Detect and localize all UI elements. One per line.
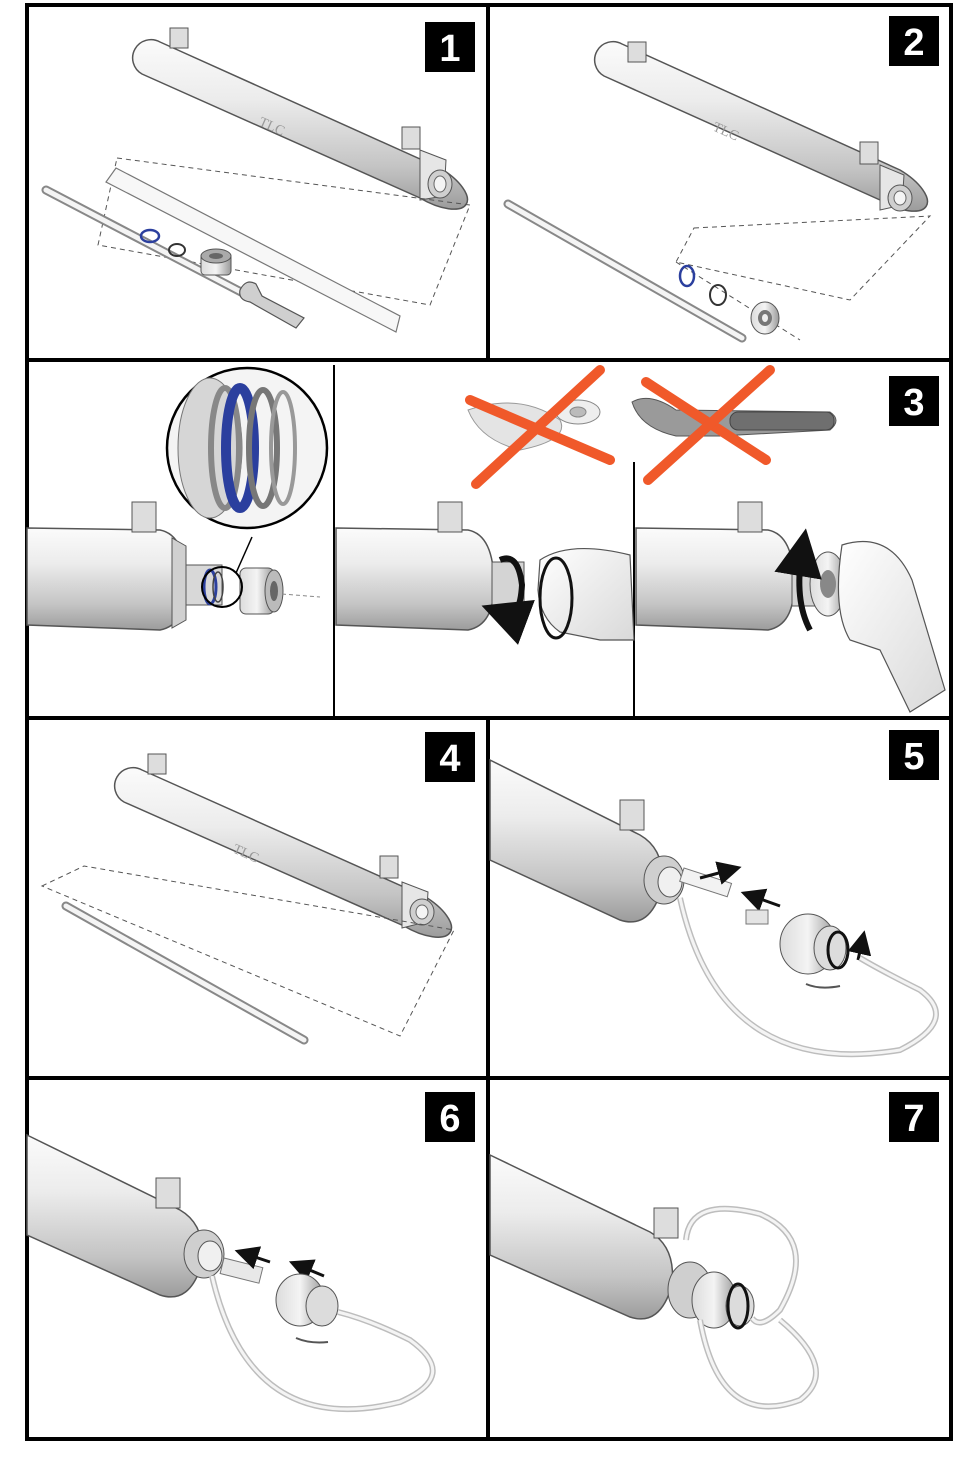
panel-7-screw-cap: 7 — [489, 1092, 939, 1410]
panel-6-push-connector: 6 — [26, 1092, 475, 1413]
step-number: 1 — [439, 28, 460, 70]
step-number: 5 — [903, 736, 924, 778]
tube-end-closeup — [26, 501, 321, 631]
step-badge-4: 4 — [425, 732, 475, 782]
lamp-plug — [219, 1257, 264, 1284]
uv-chamber-tube: TLC — [593, 40, 929, 212]
spanner-tool-icon — [239, 281, 305, 329]
connector-cap-icon — [275, 1273, 339, 1327]
forbidden-wrench — [631, 365, 837, 485]
gland-nut-icon — [200, 248, 232, 276]
uv-chamber-tube: TLC — [113, 753, 453, 938]
push-arrow-icon — [234, 1246, 271, 1270]
dashed-guide — [675, 215, 932, 301]
hand-tightening-closeup — [635, 501, 946, 713]
gland-nut-icon — [239, 567, 284, 615]
uv-chamber-tube — [489, 1153, 713, 1320]
step-badge-6: 6 — [425, 1092, 475, 1142]
step-badge-2: 2 — [889, 16, 939, 66]
step-number: 6 — [439, 1098, 460, 1140]
panel-2-orings-and-nut: TLC 2 — [503, 16, 939, 343]
rotate-arrow-icon — [726, 1282, 750, 1330]
hand-icon — [837, 541, 946, 713]
panel-frame — [25, 3, 953, 1441]
dashed-guide — [675, 261, 801, 341]
rotate-arrow-icon — [774, 528, 822, 632]
o-ring-blue-icon — [221, 383, 259, 513]
panel-5-connect-plug: 5 — [489, 730, 939, 1058]
o-ring-blue-icon — [678, 264, 696, 288]
gland-nut-icon — [750, 301, 780, 335]
power-cable — [697, 1317, 819, 1410]
connector-cap-icon — [779, 913, 872, 975]
panel-3-subdividers — [333, 365, 635, 718]
step-badge-5: 5 — [889, 730, 939, 780]
quartz-sleeve — [105, 167, 401, 333]
panel-1-exploded-parts: TLC 1 — [41, 22, 475, 333]
o-ring-blue-icon — [139, 228, 161, 244]
o-ring-icon — [168, 243, 186, 257]
step-badge-1: 1 — [425, 22, 475, 72]
magnifier-callout — [165, 366, 329, 608]
step-badge-7: 7 — [889, 1092, 939, 1142]
forbidden-tape-and-pliers — [465, 365, 615, 489]
hand-tightening-closeup — [335, 501, 635, 645]
hand-icon — [537, 548, 635, 641]
uv-chamber-tube — [26, 1133, 225, 1298]
push-arrow-icon — [740, 888, 781, 912]
push-arrow-icon — [288, 1259, 325, 1282]
step-number: 7 — [903, 1098, 924, 1140]
step-number: 3 — [903, 382, 924, 424]
connector-cap-icon — [691, 1271, 755, 1330]
step-number: 4 — [439, 738, 460, 780]
o-ring-icon — [709, 284, 727, 306]
lamp-plug — [745, 909, 769, 925]
rotate-arrow-icon — [481, 555, 535, 645]
panel-3-hand-tighten: 3 — [26, 365, 946, 713]
panel-4-insert-lamp: TLC 4 — [40, 732, 475, 1045]
dashed-guide — [40, 865, 455, 1037]
uv-chamber-tube — [489, 758, 685, 923]
push-arrow-icon — [699, 861, 742, 885]
uv-chamber-tube: TLC — [131, 27, 469, 210]
step-number: 2 — [903, 22, 924, 64]
step-badge-3: 3 — [889, 376, 939, 426]
